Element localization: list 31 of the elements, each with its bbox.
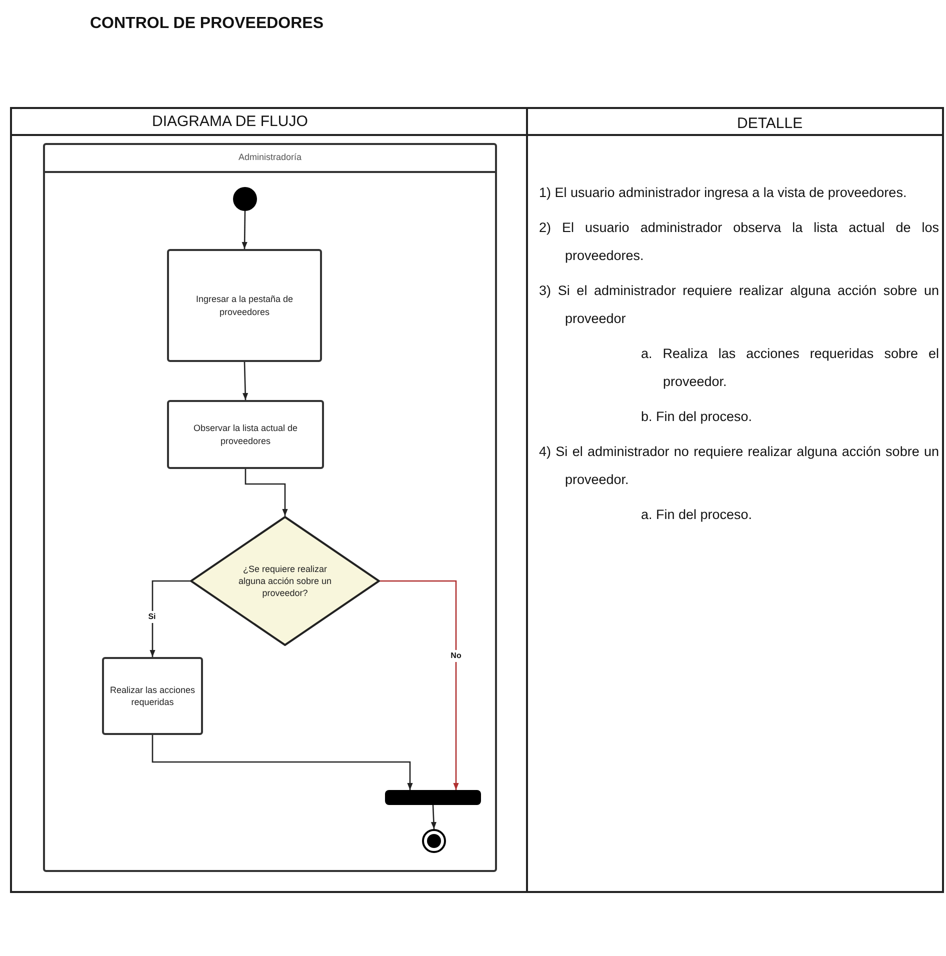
action-box (102, 657, 203, 735)
detail-step: 1) El usuario administrador ingresa a la vista de proveedores. (539, 179, 939, 207)
flow-arrow (244, 469, 288, 516)
action-box (167, 249, 322, 362)
node-text: Ingresar a la pestaña de proveedores (194, 293, 294, 318)
edge-label: No (450, 650, 462, 662)
detail-step: a. Fin del proceso. (641, 501, 939, 529)
page-title: CONTROL DE PROVEEDORES (90, 14, 324, 34)
flow-arrow (380, 580, 459, 790)
column-header: DETALLE (737, 114, 803, 134)
edge-label: Si (147, 611, 157, 623)
action-box (167, 400, 324, 469)
end-node (422, 829, 446, 853)
flow-arrow (152, 735, 413, 790)
decision-diamond (190, 516, 380, 646)
lane-title: Administradoría (238, 151, 302, 164)
node-text: Realizar las acciones requeridas (108, 684, 196, 708)
join-bar (385, 790, 481, 805)
column-header: DIAGRAMA DE FLUJO (152, 112, 308, 132)
flow-arrow (150, 580, 190, 657)
swimlane (43, 143, 497, 872)
detail-step: 2) El usuario administrador observa la lista actual de los proveedores. (539, 214, 939, 270)
node-text: ¿Se requiere realizar alguna acción sobre un proveedor? (237, 562, 333, 600)
detail-step: a. Realiza las acciones requeridas sobre el proveedor. (641, 340, 939, 396)
flow-arrow (430, 804, 436, 830)
flow-arrow (242, 362, 248, 400)
start-node (233, 187, 257, 211)
detail-step: 4) Si el administrador no requiere realizar alguna acción sobre un proveedor. (539, 438, 939, 494)
flow-arrow (242, 211, 248, 249)
detail-step: b. Fin del proceso. (641, 403, 939, 431)
node-text: Observar la lista actual de proveedores (192, 422, 299, 447)
